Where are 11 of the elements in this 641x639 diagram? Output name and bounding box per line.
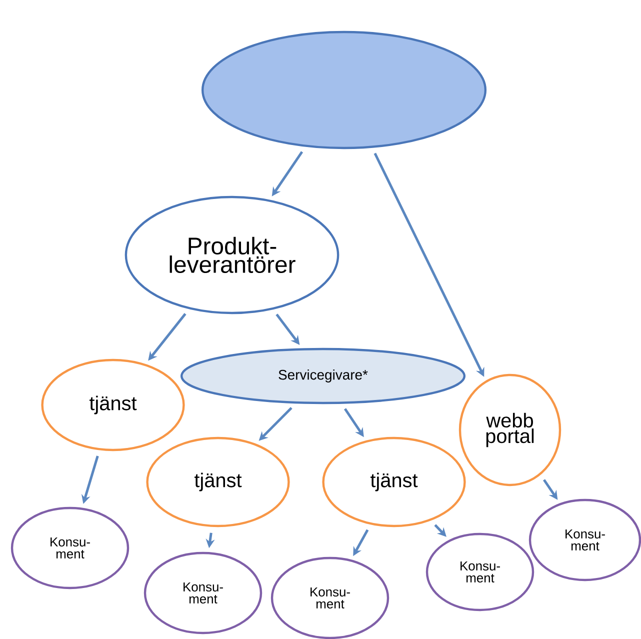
ellipse-node: tjänst: [41, 358, 185, 452]
ellipse-node: Konsu- ment: [10, 506, 130, 590]
ellipse-node: Konsu- ment: [426, 532, 534, 612]
ellipse-node: Produkt- leverantörer: [124, 196, 340, 314]
ellipse-node: webb portal: [458, 374, 562, 486]
ellipse-node: Konsu- ment: [144, 552, 262, 634]
ellipse-node: [201, 30, 487, 150]
ellipse-node: Servicegivare*: [180, 348, 466, 404]
ellipse-node: Konsu- ment: [528, 498, 641, 582]
ellipse-node: tjänst: [322, 436, 466, 528]
ellipse-node: tjänst: [146, 436, 290, 528]
